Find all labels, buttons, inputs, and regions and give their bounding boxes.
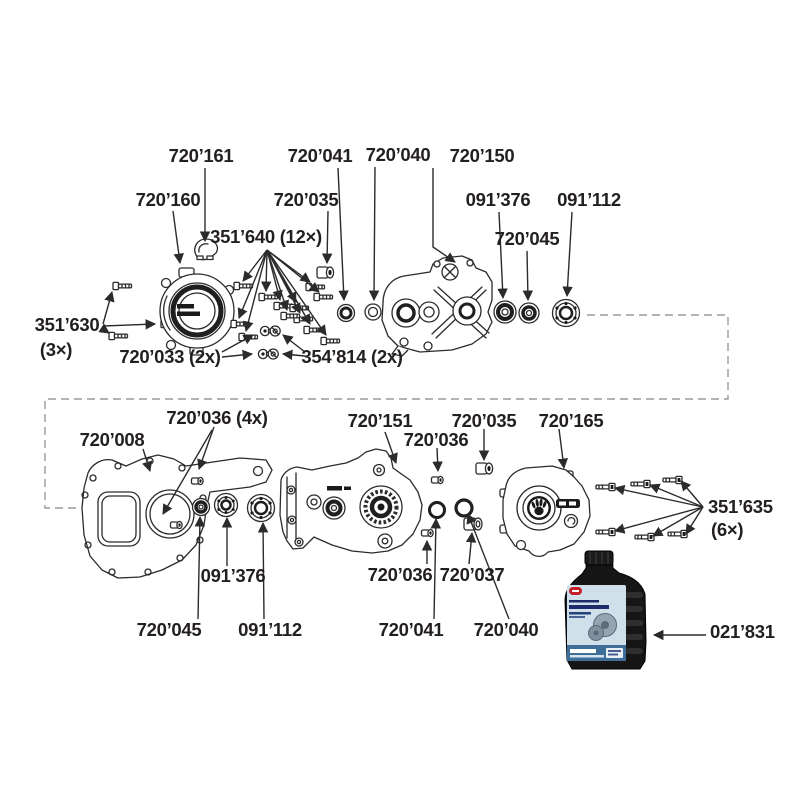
cover-cap-720161 xyxy=(194,238,219,261)
bushing-720035-bottom xyxy=(475,462,494,475)
hand-emblem-icon xyxy=(531,498,547,516)
plug-720036-c xyxy=(430,475,444,485)
leader-lines xyxy=(98,166,706,641)
plug-720036-d xyxy=(420,528,434,538)
part-label-021831: 021’831 xyxy=(710,621,775,642)
part-label-091376-top: 091’376 xyxy=(466,189,531,210)
part-label-720160: 720’160 xyxy=(136,189,201,210)
crankcase-half-720150 xyxy=(381,255,493,357)
part-label-720150: 720’150 xyxy=(450,145,515,166)
part-label-720041-top: 720’041 xyxy=(288,145,353,166)
part-label-720040-bottom: 720’040 xyxy=(474,619,539,640)
part-label-091112-bottom: 091’112 xyxy=(238,619,302,640)
washer-pair-354814 xyxy=(257,348,279,360)
part-label-720036-a: 720’036 xyxy=(404,429,469,450)
bushing-720035-top xyxy=(316,266,335,279)
plug-720036-b xyxy=(169,520,183,530)
part-label-720037: 720’037 xyxy=(440,564,505,585)
part-label-720035-bottom: 720’035 xyxy=(452,410,517,431)
oring-720040-bottom xyxy=(454,498,474,518)
bearing-091112-top xyxy=(551,298,581,328)
part-label-720035-top: 720’035 xyxy=(274,189,339,210)
part-label-720165: 720’165 xyxy=(539,410,604,431)
crankcase-half-720151 xyxy=(279,448,423,554)
bearing-091112-bottom xyxy=(246,493,276,523)
oil-seal-720041-top xyxy=(336,303,356,323)
part-labels: 720’161 720’041 720’040 720’150 720’160 … xyxy=(35,144,775,642)
part-label-351635: 351’635 xyxy=(708,496,773,517)
screws-351635 xyxy=(595,475,688,542)
part-label-720161: 720’161 xyxy=(169,145,234,166)
part-label-091112-top: 091’112 xyxy=(557,189,621,210)
plug-720036-a xyxy=(190,476,204,486)
part-label-720036-4x: 720’036 (4x) xyxy=(166,407,267,428)
part-label-354814: 354’814 (2x) xyxy=(301,346,402,367)
part-label-351630: 351’630 xyxy=(35,314,100,335)
part-label-351635-qty: (6×) xyxy=(711,519,743,540)
clutch-cover-720165 xyxy=(499,465,591,558)
dashed-connector xyxy=(44,314,729,509)
gear-graphic-icon xyxy=(588,613,617,641)
part-label-091376-bottom: 091’376 xyxy=(201,565,266,586)
part-label-351630-qty: (3×) xyxy=(40,339,72,360)
gasket-720008 xyxy=(81,454,273,579)
part-label-720040-top: 720’040 xyxy=(366,144,431,165)
seal-720045-bottom xyxy=(191,497,211,517)
seal-720045-top xyxy=(518,302,540,324)
oring-720041-bottom xyxy=(428,501,446,519)
part-label-720036-b: 720’036 xyxy=(368,564,433,585)
part-label-720045-bottom: 720’045 xyxy=(137,619,202,640)
bottle-label xyxy=(567,585,626,661)
oil-seal-720040-top xyxy=(364,303,382,321)
part-label-351640: 351’640 (12×) xyxy=(210,226,322,247)
part-label-720033: 720’033 (2x) xyxy=(119,346,220,367)
bearing-091376-bottom xyxy=(213,492,239,518)
oil-bottle-021831 xyxy=(564,550,647,670)
seal-091376-top xyxy=(493,300,517,324)
part-label-720045-top: 720’045 xyxy=(495,228,560,249)
screw-set-351640 xyxy=(230,281,341,346)
part-label-720008: 720’008 xyxy=(80,429,145,450)
part-label-720041-bottom: 720’041 xyxy=(379,619,444,640)
locknut-pair-720033 xyxy=(259,325,281,337)
ignition-cover-720160 xyxy=(159,267,235,356)
part-label-720151: 720’151 xyxy=(348,410,413,431)
